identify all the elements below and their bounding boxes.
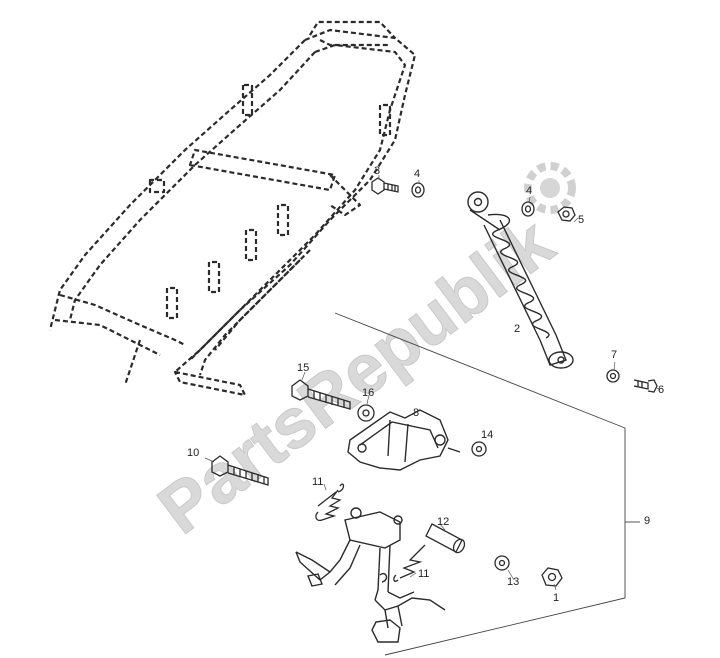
leader-lines [204,175,661,591]
bolt-15 [291,379,351,410]
callout-2: 2 [514,323,521,335]
center-stand [295,507,446,643]
washer-4a [411,182,425,198]
bolt-3 [371,177,399,195]
washer-14 [471,441,487,457]
shock-absorber [467,191,574,369]
group-bracket-9 [334,312,640,656]
gear-icon [524,162,576,214]
callout-13: 13 [507,576,520,588]
callout-15: 15 [297,362,310,374]
frame [48,20,417,397]
callout-16: 16 [362,387,375,399]
washer-4b [521,201,535,217]
spring-11-upper [315,483,345,522]
callout-10: 10 [187,447,200,459]
bolt-6 [633,379,658,393]
callout-7: 7 [611,349,618,361]
pin-12 [425,523,466,554]
bracket-8 [347,409,461,471]
washer-7 [606,369,620,383]
callout-8: 8 [413,407,420,419]
washer-13 [494,555,510,571]
nut-1 [541,567,563,587]
spring-11-lower [393,544,426,582]
washer-16 [357,404,375,422]
callout-1: 1 [553,592,560,604]
callout-4b: 4 [526,185,533,197]
bolt-10 [211,455,269,486]
callout-5: 5 [578,214,585,226]
callout-9: 9 [644,515,651,527]
callout-3: 3 [374,165,381,177]
callout-4a: 4 [414,168,421,180]
callout-12: 12 [437,516,450,528]
callout-11a: 11 [312,476,324,488]
callout-6: 6 [658,384,665,396]
callout-14: 14 [481,429,494,441]
nut-5 [557,206,576,222]
callout-11b: 11 [418,568,430,580]
